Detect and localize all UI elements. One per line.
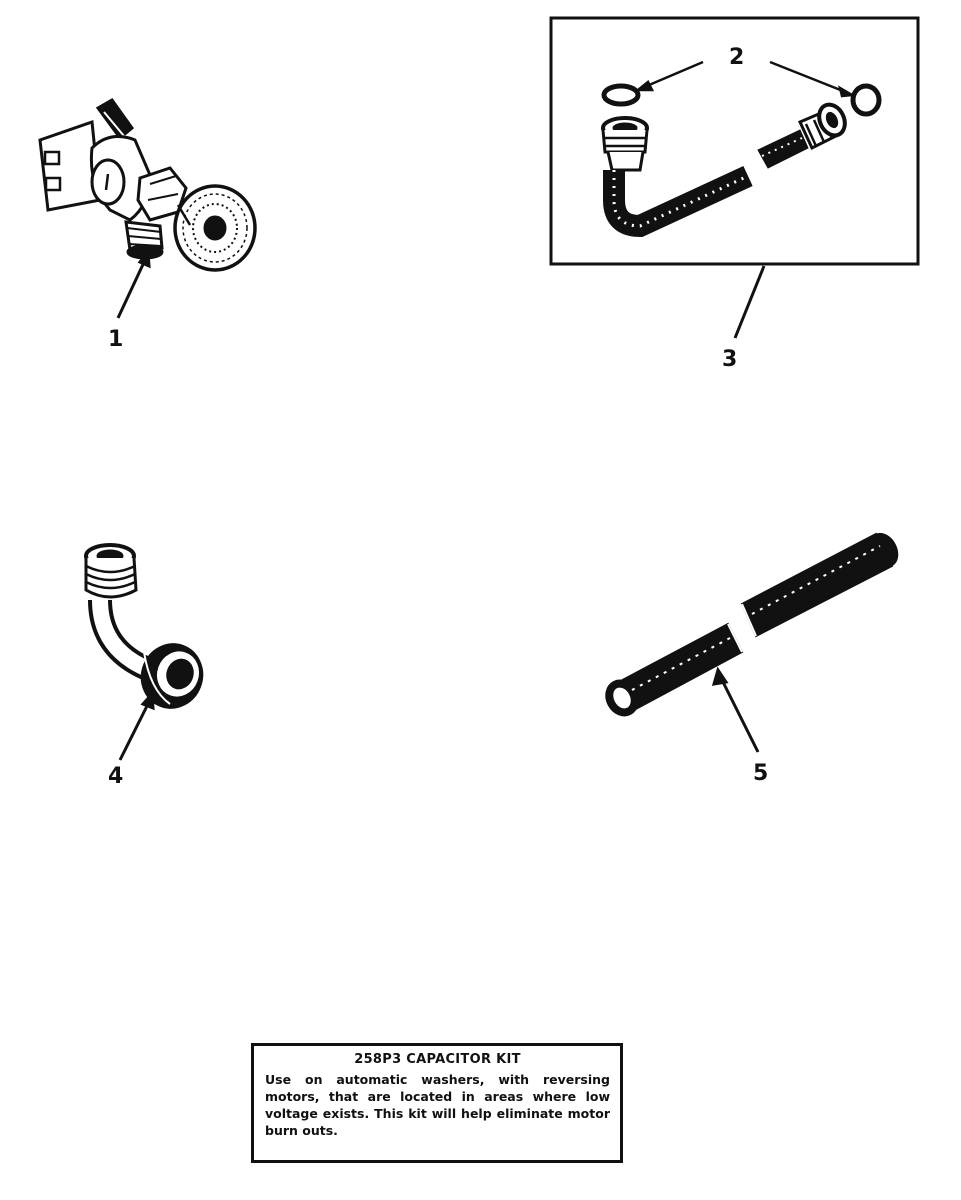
part-3-frame [549, 16, 920, 266]
callout-leader-1 [116, 248, 151, 319]
callout-2: 2 [729, 45, 744, 70]
callout-leader-3 [733, 265, 766, 339]
part-2-washers [601, 83, 882, 117]
callout-4: 4 [108, 764, 123, 789]
callout-1: 1 [108, 327, 123, 352]
callout-leaders-2 [634, 60, 856, 98]
capacitor-kit-note: 258P3 CAPACITOR KIT Use on automatic was… [251, 1043, 623, 1163]
callout-leader-4 [118, 690, 155, 761]
part-3-inlet-hose [601, 102, 847, 238]
callout-5: 5 [753, 761, 768, 786]
part-5-drain-hose [605, 532, 899, 717]
callout-leader-5 [711, 666, 760, 753]
callout-3: 3 [722, 347, 737, 372]
note-body: Use on automatic washers, with reversing… [265, 1072, 610, 1138]
part-1-faucet-adapter [38, 98, 257, 272]
part-4-elbow-fitting [84, 543, 204, 709]
note-title: 258P3 CAPACITOR KIT [354, 1052, 521, 1067]
